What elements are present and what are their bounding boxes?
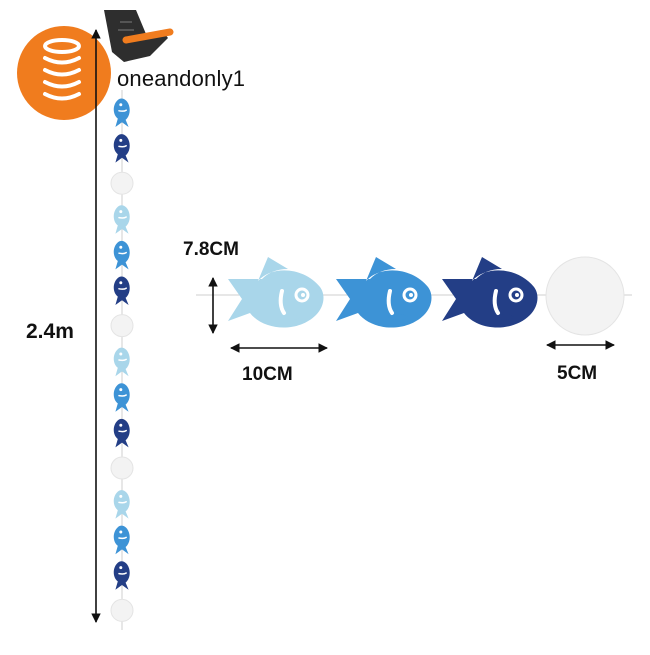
brand-logo bbox=[17, 10, 174, 120]
fish-shape bbox=[336, 257, 432, 328]
fish-shape bbox=[113, 205, 130, 234]
fish-shape bbox=[113, 525, 130, 555]
fish-shape bbox=[113, 240, 130, 270]
fish-shape bbox=[113, 347, 130, 377]
detail-garland bbox=[228, 256, 625, 336]
coin-stack-icon bbox=[43, 38, 81, 101]
paper-circle-shape bbox=[110, 314, 134, 338]
fish-shape bbox=[113, 490, 130, 519]
fish-shape bbox=[113, 276, 130, 306]
fish-shape bbox=[442, 257, 538, 328]
paper-circle-shape bbox=[110, 598, 134, 622]
fish-shape bbox=[113, 383, 130, 412]
paper-circle-shape bbox=[110, 171, 134, 195]
fish-shape bbox=[113, 418, 130, 448]
fish-height-label: 7.8CM bbox=[183, 239, 239, 260]
paper-circle-shape bbox=[110, 456, 134, 480]
fish-shape bbox=[228, 257, 324, 328]
paper-circle-shape bbox=[545, 256, 625, 336]
vertical-garland bbox=[110, 98, 134, 622]
fish-shape bbox=[113, 98, 130, 128]
fish-width-label: 10CM bbox=[242, 364, 293, 385]
fish-shape bbox=[113, 134, 130, 163]
fish-shape bbox=[113, 561, 130, 590]
brand-name: oneandonly1 bbox=[117, 66, 246, 91]
circle-width-label: 5CM bbox=[557, 363, 598, 384]
garland-length-label: 2.4m bbox=[26, 320, 74, 343]
glove-hand-icon bbox=[104, 10, 174, 62]
